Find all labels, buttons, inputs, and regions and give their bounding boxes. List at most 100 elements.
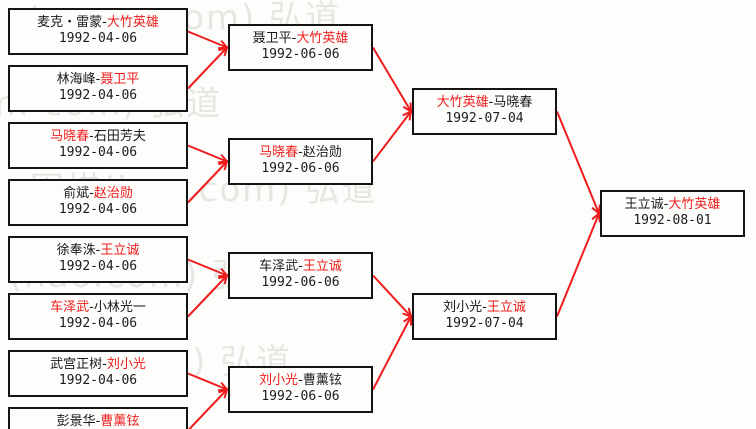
player-left: 徐奉洙 (56, 243, 96, 259)
match-date: 1992-04-06 (58, 88, 138, 103)
player-right: 石田芳夫 (93, 129, 146, 145)
connector-line (187, 372, 230, 392)
player-left: 林海峰 (56, 72, 96, 88)
connector-line (187, 258, 230, 278)
match-date: 1992-07-04 (445, 316, 524, 331)
match-players: 马晓春-赵治勋 (259, 146, 342, 161)
connector-line (187, 273, 229, 318)
player-separator: - (482, 300, 487, 316)
player-right: 大竹英雄 (106, 15, 159, 31)
connector-line (556, 211, 601, 317)
player-separator: - (488, 95, 494, 111)
connector-line (372, 46, 413, 114)
player-right: 赵治勋 (93, 186, 133, 202)
match-players: 刘小光-曹薰铉 (259, 374, 342, 389)
match-players: 马晓春-石田芳夫 (50, 130, 146, 145)
match-players: 彭景华-曹薰铉 (57, 415, 140, 429)
match-players: 麦克・雷蒙-大竹英雄 (37, 16, 159, 31)
connector-line (187, 30, 230, 50)
player-left: 俞斌 (63, 186, 90, 202)
match-date: 1992-08-01 (633, 213, 712, 228)
match-date: 1992-06-06 (261, 275, 340, 290)
player-right: 小林光一 (93, 300, 146, 316)
match-date: 1992-04-06 (58, 202, 138, 217)
player-left: 王立诚 (624, 197, 664, 213)
connector-line (187, 159, 229, 204)
player-left: 马晓春 (50, 129, 90, 145)
player-left: 车泽武 (259, 259, 299, 275)
match-players: 车泽武-小林光一 (50, 301, 146, 316)
player-left: 聂卫平 (252, 31, 292, 47)
match-date: 1992-06-06 (261, 389, 340, 404)
connector-line (372, 274, 413, 319)
player-separator: - (663, 197, 669, 213)
match-players: 刘小光-王立诚 (443, 301, 526, 316)
player-right: 王立诚 (486, 300, 526, 316)
connector-line (556, 111, 601, 216)
player-right: 大竹英雄 (296, 31, 349, 47)
player-separator: - (89, 129, 94, 145)
player-left: 麦克・雷蒙 (37, 15, 103, 31)
connector-line (187, 144, 230, 164)
match-players: 武宫正树-刘小光 (50, 358, 146, 373)
player-separator: - (95, 243, 101, 259)
player-right: 刘小光 (106, 357, 146, 373)
match-players: 王立诚-大竹英雄 (625, 198, 721, 213)
match-date: 1992-06-06 (261, 47, 340, 62)
player-right: 马晓春 (493, 95, 533, 111)
player-left: 车泽武 (50, 300, 90, 316)
player-left: 武宫正树 (50, 357, 103, 373)
player-right: 王立诚 (302, 259, 342, 275)
player-right: 赵治勋 (302, 145, 342, 161)
connector-line (372, 314, 413, 390)
match-players: 聂卫平-大竹英雄 (253, 32, 349, 47)
match-date: 1992-07-04 (445, 111, 524, 126)
match-date: 1992-04-06 (58, 316, 138, 331)
player-right: 大竹英雄 (668, 197, 721, 213)
player-separator: - (298, 373, 303, 389)
match-players: 大竹英雄-马晓春 (437, 96, 533, 111)
player-separator: - (89, 300, 94, 316)
connector-line (187, 45, 229, 90)
player-separator: - (102, 357, 107, 373)
player-separator: - (95, 414, 101, 429)
player-right: 曹薰铉 (302, 373, 342, 389)
player-left: 刘小光 (443, 300, 483, 316)
player-separator: - (298, 259, 303, 275)
match-players: 徐奉洙-王立诚 (57, 244, 140, 259)
player-right: 王立诚 (100, 243, 140, 259)
connector-line (188, 387, 229, 429)
player-separator: - (298, 145, 303, 161)
player-separator: - (89, 186, 94, 202)
match-date: 1992-04-06 (58, 31, 138, 46)
player-separator: - (95, 72, 101, 88)
match-date: 1992-04-06 (58, 259, 138, 274)
player-left: 刘小光 (259, 373, 299, 389)
player-separator: - (291, 31, 297, 47)
player-right: 曹薰铉 (100, 414, 140, 429)
match-players: 林海峰-聂卫平 (57, 73, 140, 88)
match-date: 1992-06-06 (261, 161, 340, 176)
match-players: 俞斌-赵治勋 (63, 187, 133, 202)
player-right: 聂卫平 (100, 72, 140, 88)
player-left: 彭景华 (56, 414, 96, 429)
connector-line (372, 109, 413, 163)
player-left: 大竹英雄 (436, 95, 489, 111)
player-separator: - (102, 15, 107, 31)
